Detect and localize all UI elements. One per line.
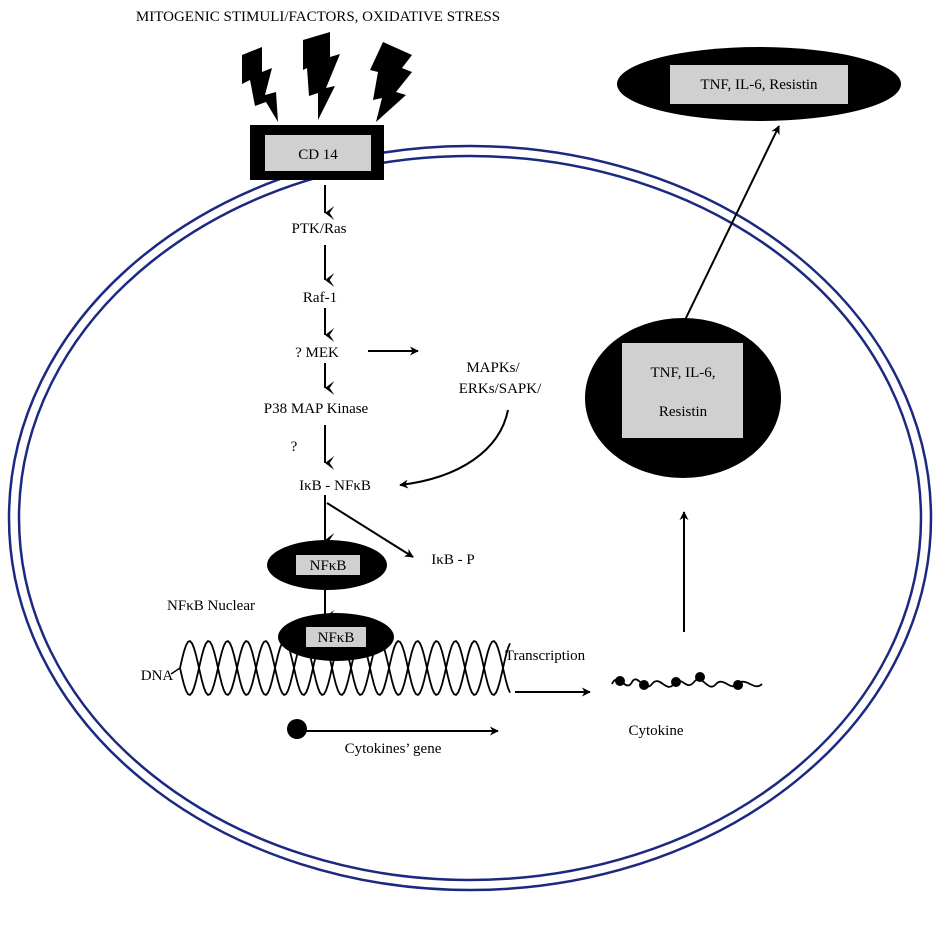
inner-output-line1: TNF, IL-6,	[650, 365, 715, 381]
nfkb-nuclear-label: NFκB Nuclear	[167, 598, 255, 614]
mapk-label-line2: ERKs/SAPK/	[459, 381, 542, 397]
dna-label: DNA	[141, 668, 174, 684]
nfkb-bound: NFκB	[278, 613, 394, 661]
lightning-bolt-icon	[303, 32, 340, 120]
arrow-secretion	[683, 125, 780, 323]
cytokine-chain-icon	[611, 672, 763, 690]
p38-label: P38 MAP Kinase	[264, 401, 369, 417]
question-label: ?	[291, 439, 298, 455]
nfkb-cytoplasm: NFκB	[267, 540, 387, 590]
outer-output-label: TNF, IL-6, Resistin	[700, 77, 818, 93]
raf1-label: Raf-1	[303, 290, 337, 306]
ikb-p-label: IκB - P	[431, 552, 474, 568]
nfkb-label: NFκB	[310, 558, 347, 574]
cd14-receptor: CD 14	[250, 125, 384, 180]
outer-output: TNF, IL-6, Resistin	[617, 47, 901, 121]
lightning-bolt-icon	[242, 47, 278, 122]
gene-label: Cytokines’ gene	[345, 741, 442, 757]
cd14-label: CD 14	[298, 147, 338, 163]
dna-label-leader	[170, 667, 181, 675]
lightning-bolt-icons	[242, 32, 412, 122]
stimuli-title: MITOGENIC STIMULI/FACTORS, OXIDATIVE STR…	[136, 9, 500, 25]
mapk-label-line1: MAPKs/	[466, 360, 520, 376]
cell-membrane	[7, 144, 933, 892]
inner-output: TNF, IL-6, Resistin	[585, 318, 781, 478]
ptk-ras-label: PTK/Ras	[291, 221, 346, 237]
transcription-label: Transcription	[505, 648, 586, 664]
nfkb-bound-label: NFκB	[318, 630, 355, 646]
mek-label: ? MEK	[295, 345, 339, 361]
gene-arrow	[287, 719, 499, 739]
dna-strand	[179, 640, 511, 696]
inner-output-line2: Resistin	[659, 404, 708, 420]
ikb-nfkb-label: IκB - NFκB	[299, 478, 371, 494]
lightning-bolt-icon	[370, 42, 412, 122]
cytokine-label: Cytokine	[629, 723, 684, 739]
arrow-ikb-to-ikbp	[326, 502, 414, 558]
arrow-mapk-to-ikb	[399, 409, 509, 489]
